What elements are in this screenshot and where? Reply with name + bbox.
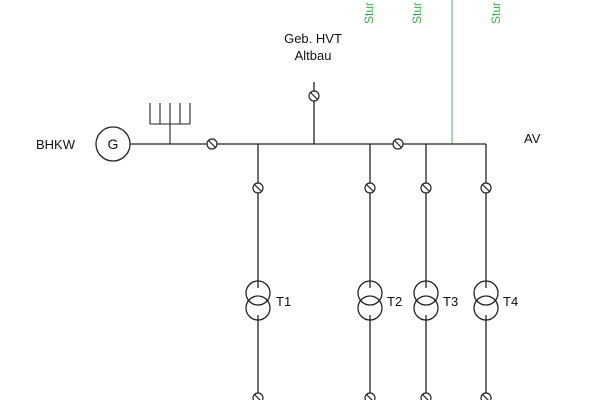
transformer-t3-symbol <box>413 280 439 321</box>
branch-t3: T3 <box>413 144 458 400</box>
switch-t2-lower <box>364 392 376 400</box>
green-label-2: Stur <box>410 2 424 24</box>
transformer-t4-label: T4 <box>503 294 518 309</box>
switch-busbar <box>392 138 404 150</box>
switch-t3-lower <box>420 392 432 400</box>
switch-t2-upper <box>364 182 376 194</box>
transformer-t3-label: T3 <box>443 294 458 309</box>
grounding-comb-symbol <box>149 103 191 144</box>
generator-symbol: G <box>95 126 131 162</box>
transformer-t4-symbol <box>473 280 499 321</box>
switch-t1-lower <box>252 392 264 400</box>
generator-g-letter: G <box>108 136 119 152</box>
transformer-t1-label: T1 <box>276 294 291 309</box>
switch-t1-upper <box>252 182 264 194</box>
switch-t4-lower <box>480 392 492 400</box>
switch-generator <box>206 138 218 150</box>
generator-label: BHKW <box>36 137 76 152</box>
transformer-t1-symbol <box>245 280 271 321</box>
branch-t4: T4 <box>473 144 518 400</box>
switch-t3-upper <box>420 182 432 194</box>
busbar-label-av: AV <box>524 131 541 146</box>
transformer-t2-symbol <box>357 280 383 321</box>
transformer-t2-label: T2 <box>387 294 402 309</box>
switch-t4-upper <box>480 182 492 194</box>
green-label-3: Stur <box>489 2 503 24</box>
feeder-label-line2: Altbau <box>295 48 332 63</box>
green-label-1: Stur <box>362 2 376 24</box>
switch-altbau <box>308 90 320 102</box>
branch-t1: T1 <box>245 144 291 400</box>
feeder-label-line1: Geb. HVT <box>284 31 342 46</box>
branch-t2: T2 <box>357 144 402 400</box>
